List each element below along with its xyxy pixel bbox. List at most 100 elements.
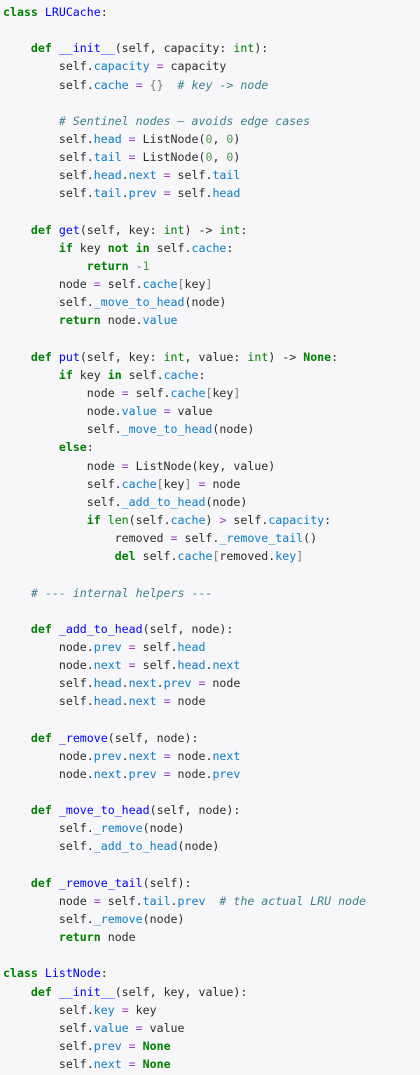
attribute-token: tail xyxy=(93,186,122,201)
code-line[interactable]: node.prev = self.head xyxy=(3,638,420,656)
code-line[interactable]: class LRUCache: xyxy=(3,3,420,21)
code-line[interactable] xyxy=(3,94,420,112)
code-line[interactable]: self._remove(node) xyxy=(3,910,420,928)
function-name-token: _add_to_head xyxy=(58,621,143,636)
code-line[interactable]: if key not in self.cache: xyxy=(3,239,420,257)
code-line[interactable]: def __init__(self, capacity: int): xyxy=(3,39,420,57)
code-text: ListNode(key, value) xyxy=(128,458,276,473)
code-line[interactable] xyxy=(3,946,420,964)
code-line[interactable]: node.value = value xyxy=(3,402,420,420)
code-line[interactable]: def put(self, key: int, value: int) -> N… xyxy=(3,348,420,366)
attribute-token: key xyxy=(93,1002,115,1017)
code-line[interactable]: self.tail.prev = self.head xyxy=(3,184,420,202)
code-line[interactable]: self.head = ListNode(0, 0) xyxy=(3,130,420,148)
code-line[interactable]: self.head.next = node xyxy=(3,692,420,710)
code-line[interactable]: node = self.tail.prev # the actual LRU n… xyxy=(3,892,420,910)
code-line[interactable]: class ListNode: xyxy=(3,964,420,982)
code-text: (self, node): xyxy=(107,730,199,745)
code-text: . xyxy=(121,186,129,201)
operator-token: = xyxy=(128,150,136,165)
code-text: node xyxy=(205,476,241,491)
code-text xyxy=(3,930,59,944)
code-line[interactable]: self.value = value xyxy=(3,1019,420,1037)
code-line[interactable]: def _remove(self, node): xyxy=(3,729,420,747)
constant-token: None xyxy=(142,1057,171,1072)
code-text xyxy=(52,350,59,364)
code-text xyxy=(157,767,164,781)
operator-token: = xyxy=(93,277,101,292)
keyword-token: else xyxy=(58,440,87,455)
keyword-token: def xyxy=(30,621,52,636)
code-line[interactable]: self.key = key xyxy=(3,1001,420,1019)
code-line[interactable]: return node xyxy=(3,928,420,946)
code-line[interactable]: def __init__(self, key, value): xyxy=(3,983,420,1001)
code-line[interactable]: def _remove_tail(self): xyxy=(3,874,420,892)
code-block[interactable]: class LRUCache: def __init__(self, capac… xyxy=(3,3,420,1073)
code-line[interactable]: node = self.cache[key] xyxy=(3,275,420,293)
code-line[interactable]: self._add_to_head(node) xyxy=(3,837,420,855)
code-line[interactable]: self.capacity = capacity xyxy=(3,57,420,75)
code-text: . xyxy=(205,658,213,673)
code-line[interactable]: del self.cache[removed.key] xyxy=(3,547,420,565)
code-line[interactable] xyxy=(3,330,420,348)
code-line[interactable]: self.head.next = self.tail xyxy=(3,166,420,184)
code-line[interactable]: return -1 xyxy=(3,257,420,275)
code-line[interactable]: node.next = self.head.next xyxy=(3,656,420,674)
code-text: self. xyxy=(3,1039,94,1054)
comment-token: # Sentinel nodes — avoids edge cases xyxy=(58,113,311,128)
attribute-token: head xyxy=(93,168,122,183)
code-text: self. xyxy=(3,186,94,201)
code-line[interactable] xyxy=(3,856,420,874)
code-text: () xyxy=(303,531,318,546)
code-line[interactable]: self.next = None xyxy=(3,1055,420,1073)
code-text: node xyxy=(205,676,241,691)
code-line[interactable]: self.cache = {} # key -> node xyxy=(3,76,420,94)
code-line[interactable]: def _add_to_head(self, node): xyxy=(3,620,420,638)
code-line[interactable]: self.head.next.prev = node xyxy=(3,674,420,692)
number-token: 1 xyxy=(142,258,150,273)
attribute-token: _move_to_head xyxy=(121,422,213,437)
code-line[interactable]: def _move_to_head(self, node): xyxy=(3,801,420,819)
code-line[interactable] xyxy=(3,565,420,583)
code-line[interactable]: self.cache[key] = node xyxy=(3,475,420,493)
code-line[interactable] xyxy=(3,21,420,39)
code-line[interactable]: removed = self._remove_tail() xyxy=(3,529,420,547)
code-text xyxy=(3,114,59,128)
code-line[interactable]: self._remove(node) xyxy=(3,819,420,837)
code-line[interactable]: node = self.cache[key] xyxy=(3,384,420,402)
code-line[interactable]: # --- internal helpers --- xyxy=(3,584,420,602)
code-line[interactable]: node.next.prev = node.prev xyxy=(3,765,420,783)
code-line[interactable]: return node.value xyxy=(3,311,420,329)
code-line[interactable]: if key in self.cache: xyxy=(3,366,420,384)
function-name-token: __init__ xyxy=(58,41,115,56)
attribute-token: prev xyxy=(93,639,122,654)
code-text: self. xyxy=(177,531,220,546)
code-text: node. xyxy=(3,404,122,419)
attribute-token: _move_to_head xyxy=(93,295,185,310)
code-line[interactable] xyxy=(3,602,420,620)
attribute-token: prev xyxy=(93,1039,122,1054)
code-text: node. xyxy=(3,748,94,763)
code-line[interactable]: node = ListNode(key, value) xyxy=(3,457,420,475)
code-line[interactable]: self._move_to_head(node) xyxy=(3,293,420,311)
code-line[interactable]: self.prev = None xyxy=(3,1037,420,1055)
code-text: self. xyxy=(128,385,171,400)
code-text xyxy=(205,894,219,908)
code-line[interactable] xyxy=(3,710,420,728)
attribute-token: prev xyxy=(128,186,157,201)
code-line[interactable] xyxy=(3,783,420,801)
code-line[interactable]: self._move_to_head(node) xyxy=(3,420,420,438)
code-line[interactable]: else: xyxy=(3,438,420,456)
code-line[interactable]: self.tail = ListNode(0, 0) xyxy=(3,148,420,166)
code-line[interactable]: self._add_to_head(node) xyxy=(3,493,420,511)
code-text xyxy=(3,440,59,454)
code-line[interactable]: # Sentinel nodes — avoids edge cases xyxy=(3,112,420,130)
attribute-token: cache xyxy=(170,385,206,400)
code-line[interactable]: def get(self, key: int) -> int: xyxy=(3,221,420,239)
code-text: self. xyxy=(3,839,94,854)
code-line[interactable] xyxy=(3,203,420,221)
code-text: node. xyxy=(100,313,143,328)
code-line[interactable]: if len(self.cache) > self.capacity: xyxy=(3,511,420,529)
code-line[interactable]: node.prev.next = node.next xyxy=(3,747,420,765)
